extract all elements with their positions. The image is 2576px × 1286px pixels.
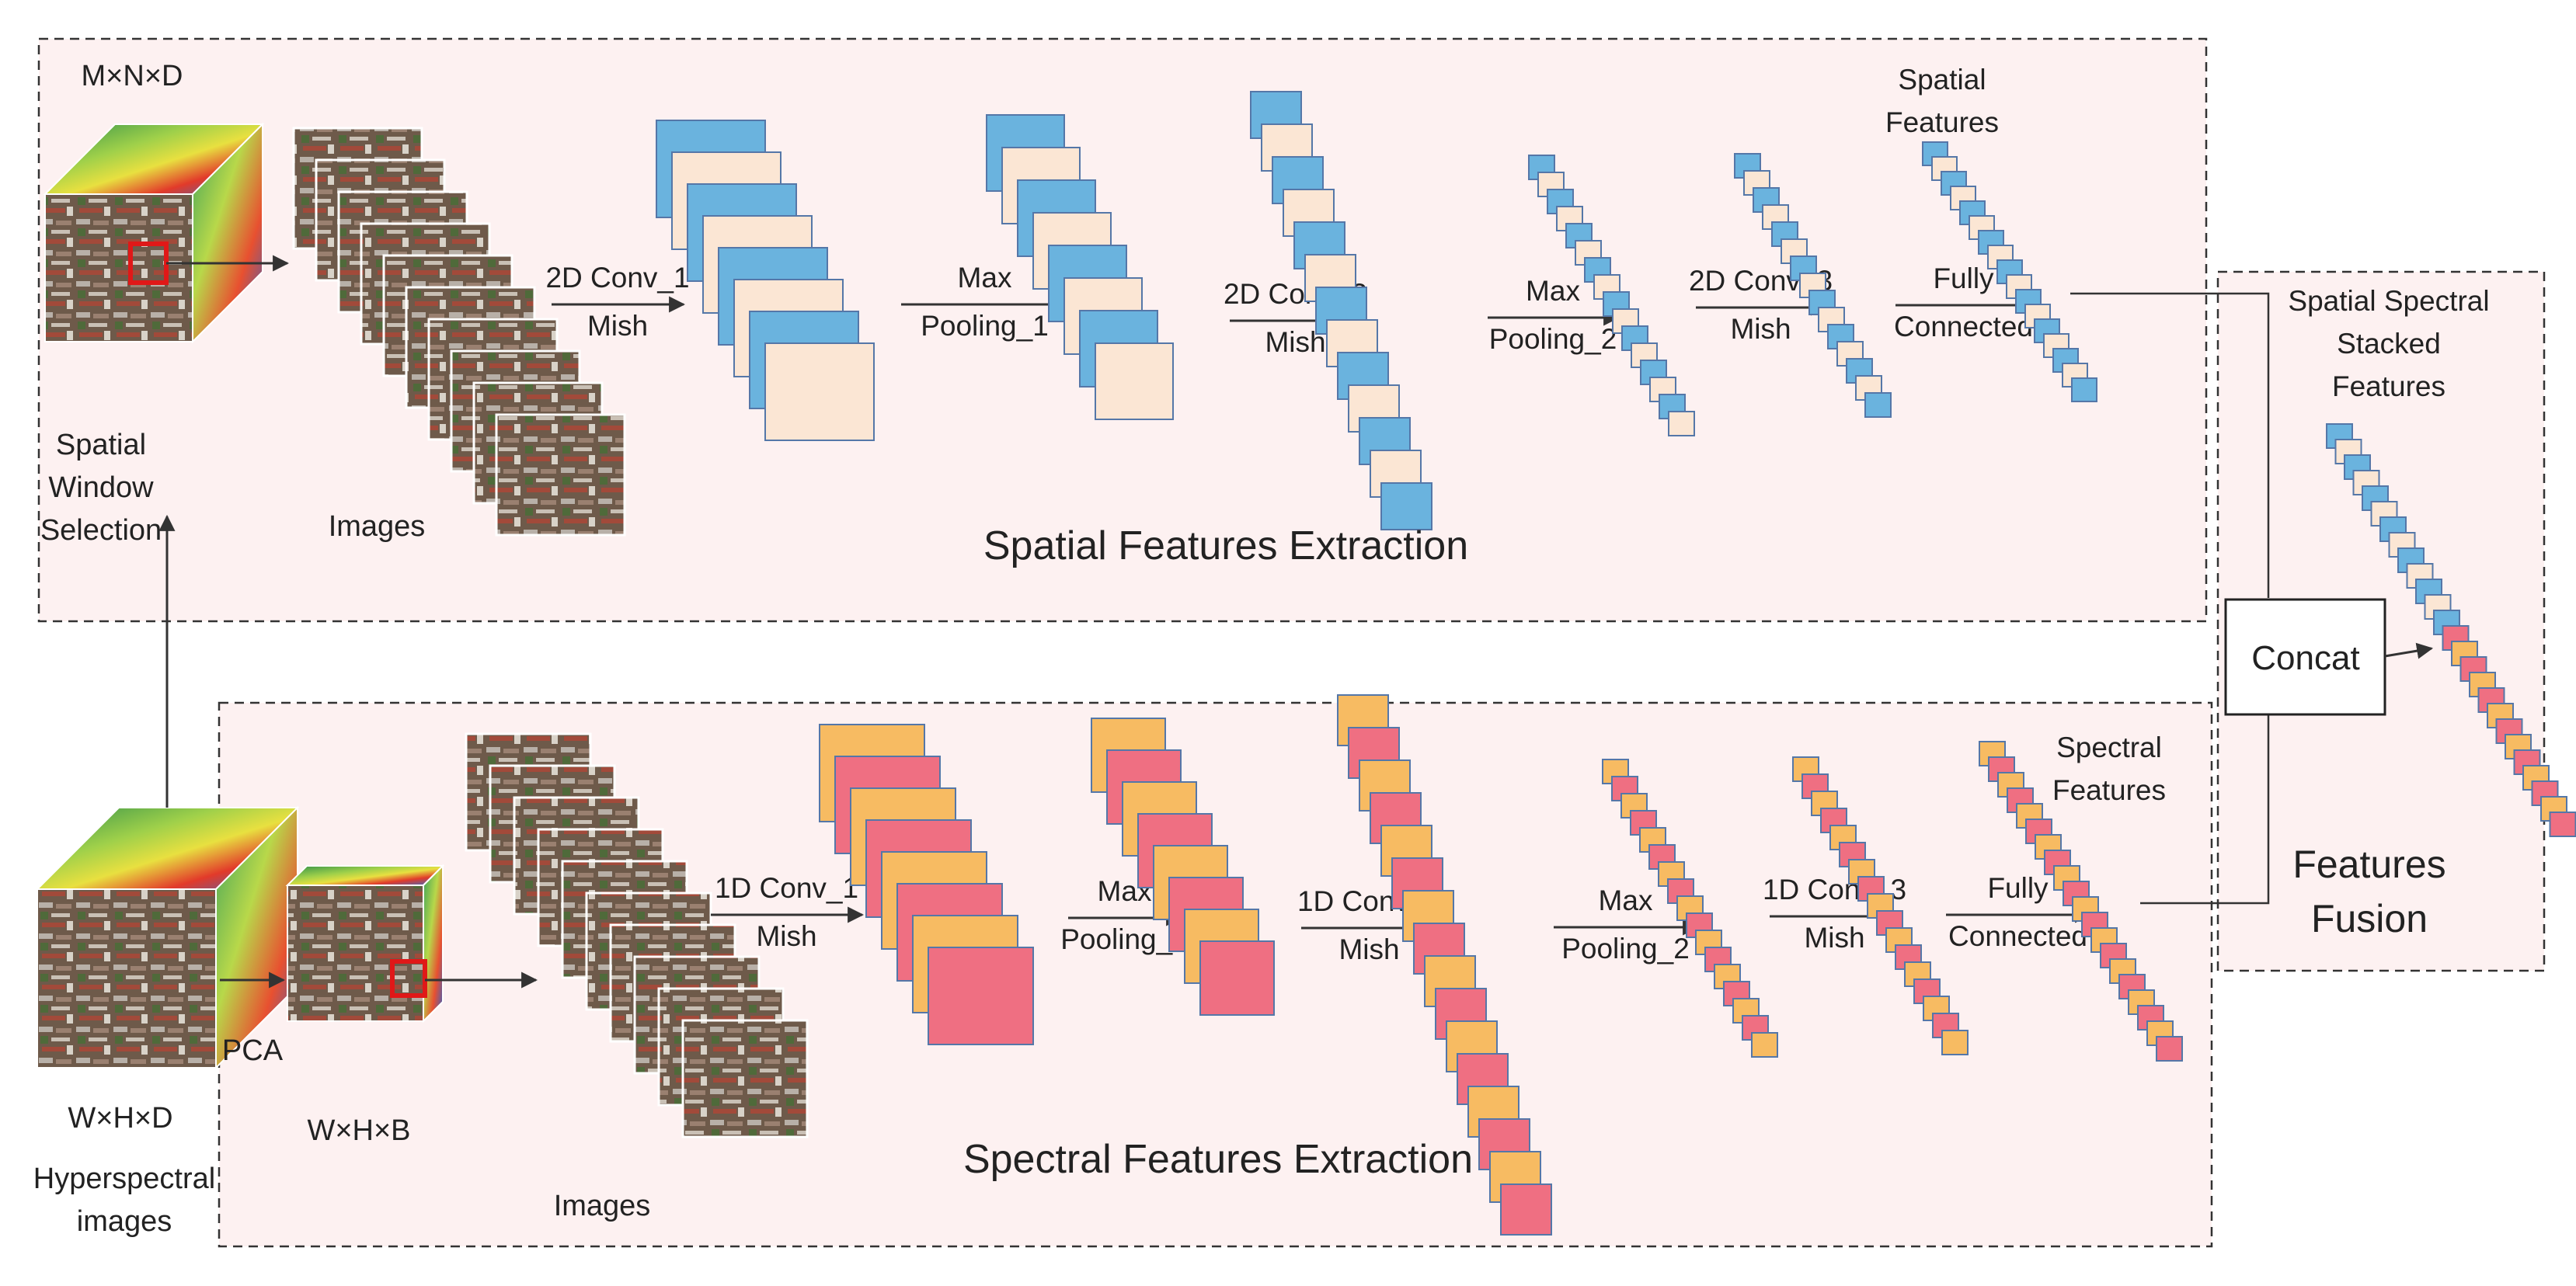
spectral-cube-label: W×H×D (68, 1102, 172, 1135)
spectral-step-label: Pooling_2 (1561, 933, 1690, 964)
spectral-images-label: Images (554, 1190, 651, 1222)
spectral-output-label: Spectral (2056, 732, 2162, 763)
stacked-label-line: Spatial Spectral (2288, 285, 2489, 317)
spatial-step-label: Mish (587, 310, 648, 342)
spectral-step-label: Mish (1804, 922, 1864, 954)
source-label-line: Hyperspectral (33, 1163, 215, 1195)
spatial-step-label: Fully (1933, 262, 1994, 294)
window-label-line: Selection (40, 514, 162, 547)
spatial-step-label: Mish (1730, 313, 1791, 345)
spectral-step-label: Pooling_1 (1060, 923, 1189, 955)
spectral-feature-map (1751, 1032, 1778, 1058)
stacked-feature-map (2549, 812, 2576, 837)
pca-cube-front (287, 885, 424, 1022)
concat-to-stack-arrow (2384, 642, 2434, 659)
spectral-step-label: 1D Conv_1 (715, 872, 858, 904)
spatial-feature-map (764, 342, 875, 441)
window-label-line: Window (48, 471, 154, 504)
spatial-feature-map (1668, 411, 1695, 436)
hyperspectral-cube-front (37, 888, 217, 1069)
spectral-step-label: Mish (1338, 933, 1399, 965)
spectral-step-label: Mish (756, 920, 816, 952)
source-label-line: images (77, 1205, 172, 1238)
pca-cube-top (285, 865, 445, 886)
spectral-to-concat-line (2140, 713, 2270, 905)
spectral-feature-map (2156, 1036, 2183, 1062)
spectral-step-label: Max (1599, 885, 1653, 916)
pca-label: PCA (222, 1034, 284, 1067)
stacked-label-line: Features (2332, 370, 2445, 402)
window-label-line: Spatial (56, 429, 146, 461)
spatial-image-stack (495, 413, 626, 537)
spatial-step-label: Max (958, 262, 1012, 294)
spectral-feature-map (1500, 1183, 1552, 1236)
stacked-label-line: Stacked (2337, 328, 2441, 360)
spatial-to-concat-line (2070, 292, 2270, 598)
spectral-step-label: Connected (1948, 920, 2087, 952)
spectral-step-label: Fully (1987, 872, 2049, 904)
spectral-image-stack (681, 1019, 809, 1138)
spatial-step-label: Pooling_1 (921, 310, 1049, 342)
spatial-step-label: Connected (1894, 311, 2033, 342)
spatial-window-cube-front (44, 193, 193, 342)
spatial-step-label: Max (1526, 275, 1580, 307)
spatial-section-title: Spatial Features Extraction (983, 523, 1468, 568)
spectral-output-label: Features (2052, 774, 2166, 806)
spatial-step-label: 2D Conv_1 (545, 262, 689, 294)
spatial-step-label: Pooling_2 (1489, 323, 1617, 355)
spectral-section-title: Spectral Features Extraction (963, 1137, 1473, 1182)
spatial-feature-map (1380, 482, 1432, 530)
spatial-cube-label: M×N×D (82, 60, 183, 92)
fusion-title-line: Features (2292, 843, 2445, 886)
concat-label: Concat (2251, 639, 2359, 677)
spectral-window-marker (390, 959, 427, 998)
spectral-feature-map (1199, 940, 1275, 1016)
spatial-output-label: Spatial (1898, 64, 1986, 96)
concat-box (2224, 598, 2386, 716)
spatial-feature-map (2071, 377, 2097, 402)
spatial-feature-map (1095, 342, 1174, 420)
spatial-images-label: Images (329, 510, 426, 543)
fusion-title-line: Fusion (2311, 897, 2428, 940)
spectral-feature-map (1941, 1030, 1969, 1055)
reduced-cube-label: W×H×B (307, 1114, 410, 1147)
spatial-feature-map (1864, 392, 1892, 418)
spectral-feature-map (928, 947, 1034, 1045)
spatial-output-label: Features (1885, 106, 1999, 138)
